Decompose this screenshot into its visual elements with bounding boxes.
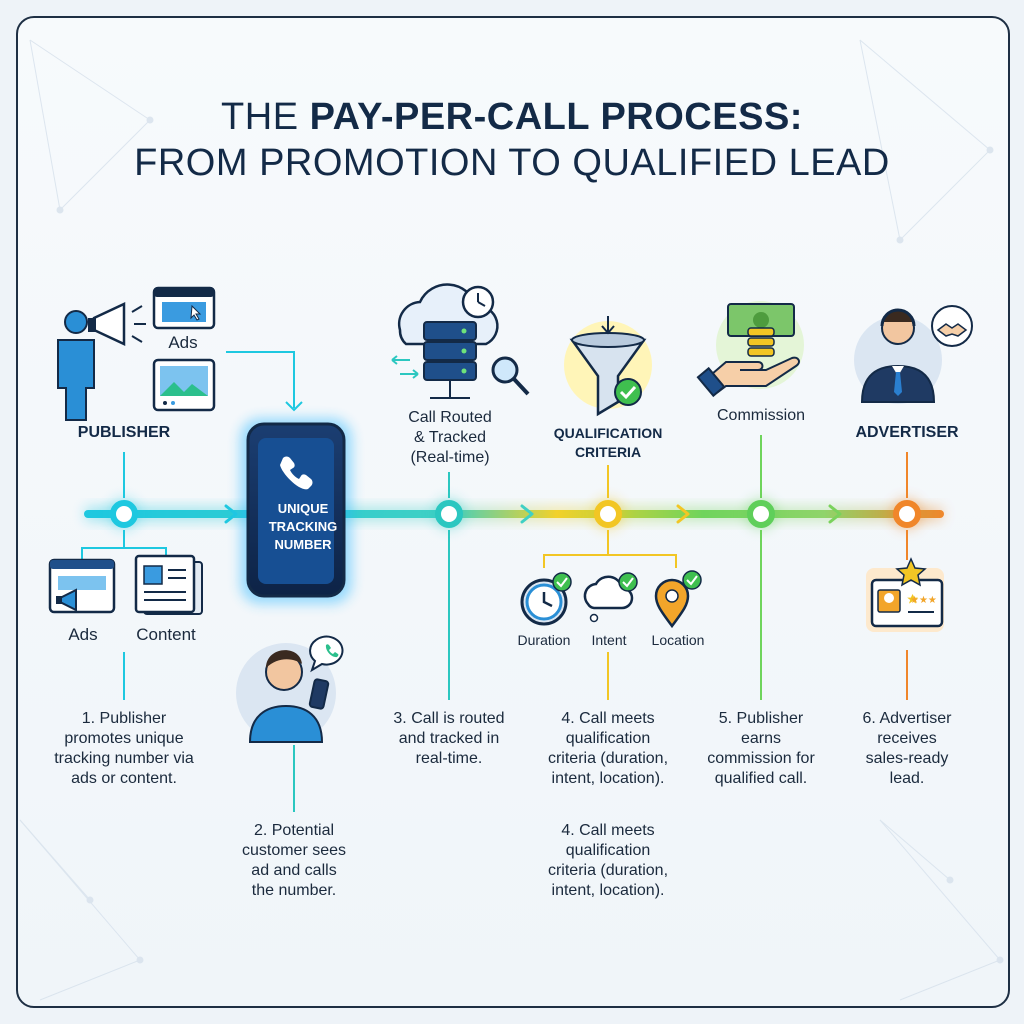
caller-person-icon bbox=[236, 635, 344, 743]
step-6-description: 6. Advertiser receives sales-ready lead. bbox=[862, 710, 952, 787]
ads-bottom-label: Ads bbox=[68, 625, 98, 644]
node-1 bbox=[108, 498, 140, 530]
location-label: Location bbox=[651, 632, 705, 648]
funnel-icon bbox=[564, 316, 652, 417]
phone-icon bbox=[240, 418, 352, 604]
location-pin-icon bbox=[654, 570, 702, 629]
clock-icon bbox=[520, 572, 572, 626]
node-5 bbox=[745, 498, 777, 530]
title-bold: PAY-PER-CALL PROCESS: bbox=[309, 96, 803, 138]
publisher-label: PUBLISHER bbox=[77, 424, 171, 441]
title-subtitle: FROM PROMOTION TO QUALIFIED LEAD bbox=[134, 142, 890, 184]
content-document-icon bbox=[134, 554, 203, 615]
ads-browser-icon bbox=[152, 286, 216, 330]
flow-arrows bbox=[224, 504, 842, 524]
qualification-label: QUALIFICATION CRITERIA bbox=[553, 425, 663, 460]
content-label: Content bbox=[136, 625, 196, 644]
intent-label: Intent bbox=[591, 632, 627, 648]
page-title: THE PAY-PER-CALL PROCESS: FROM PROMOTION… bbox=[0, 94, 1024, 186]
money-hand-icon bbox=[696, 301, 804, 398]
ads-top-label: Ads bbox=[168, 333, 198, 352]
node-4 bbox=[592, 498, 624, 530]
duration-label: Duration bbox=[517, 632, 571, 648]
advertiser-label: ADVERTISER bbox=[855, 424, 959, 441]
thought-bubble-icon bbox=[583, 572, 638, 623]
advertiser-icon bbox=[854, 305, 973, 404]
ads-image-icon bbox=[152, 358, 216, 412]
step-3-description: 3. Call is routed and tracked in real-ti… bbox=[393, 710, 505, 767]
tracking-number-text: UNIQUE TRACKING NUMBER bbox=[268, 501, 338, 552]
lead-card-icon: ★★★ bbox=[866, 557, 944, 632]
publisher-megaphone-icon bbox=[57, 302, 146, 421]
cloud-server-icon bbox=[391, 283, 530, 399]
step-5-description: 5. Publisher earns commission for qualif… bbox=[707, 710, 815, 787]
ads-megaphone-browser-icon bbox=[48, 558, 116, 614]
svg-text:★★★: ★★★ bbox=[910, 595, 937, 606]
node-3 bbox=[433, 498, 465, 530]
step-1-description: 1. Publisher promotes unique tracking nu… bbox=[54, 710, 194, 787]
step-2-description: 2. Potential customer sees ad and calls … bbox=[241, 822, 347, 899]
step-4-repeat-description: 4. Call meets qualification criteria (du… bbox=[547, 822, 669, 899]
title-prefix: THE bbox=[221, 96, 310, 138]
step-4-description: 4. Call meets qualification criteria (du… bbox=[547, 710, 669, 787]
call-routed-label: Call Routed & Tracked (Real-time) bbox=[408, 409, 492, 466]
commission-label: Commission bbox=[716, 407, 805, 424]
node-6 bbox=[891, 498, 923, 530]
connectors bbox=[81, 351, 908, 812]
flow-line bbox=[84, 506, 944, 522]
